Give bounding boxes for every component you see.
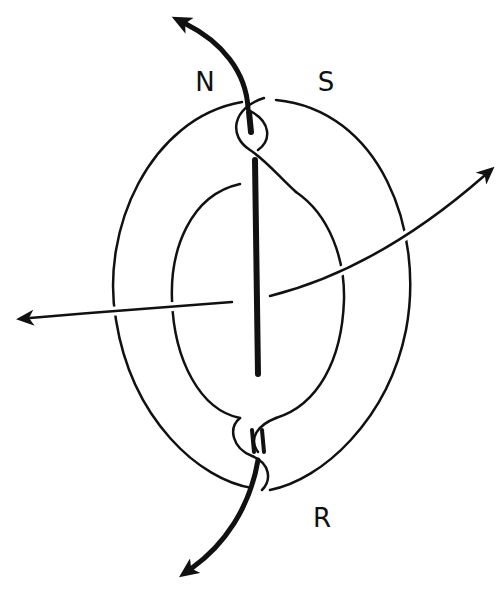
flow-arrow (270, 176, 484, 296)
inner-ring (276, 192, 344, 418)
field-bar (249, 112, 251, 132)
field-bar (252, 430, 254, 452)
axial-arrow (186, 24, 248, 108)
pole-label: S (315, 68, 338, 96)
part-label: R (310, 504, 334, 532)
axial-arrow (192, 460, 258, 568)
twist-strip (254, 418, 276, 452)
arrow-halo (270, 176, 484, 296)
field-bar (262, 430, 264, 452)
field-bar (255, 160, 258, 374)
outer-ring (270, 100, 410, 490)
twist-strip (236, 98, 296, 192)
pole-label: N (192, 68, 217, 96)
arrow-halo (30, 302, 232, 318)
outer-ring (113, 102, 252, 488)
flow-arrow (30, 302, 232, 318)
twist-strip (252, 112, 267, 150)
twist-strip (233, 418, 268, 490)
